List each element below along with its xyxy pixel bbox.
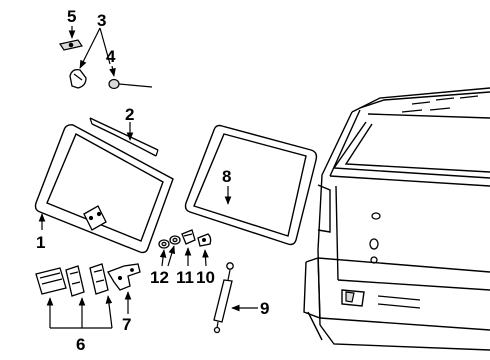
callout-11: 11 xyxy=(176,268,194,287)
part-6-hinges xyxy=(35,263,109,297)
part-9-support-strut xyxy=(213,262,234,334)
vehicle-rear xyxy=(303,87,490,351)
callout-4: 4 xyxy=(106,47,116,66)
leader-lines xyxy=(38,26,258,329)
part-4-knob xyxy=(108,78,153,90)
callout-7: 7 xyxy=(122,315,131,334)
callout-12: 12 xyxy=(150,268,169,287)
part-3-latch xyxy=(69,68,87,89)
callout-6: 6 xyxy=(76,335,85,354)
part-12-grommets xyxy=(158,235,181,249)
callout-labels: 5 3 4 2 1 8 12 11 10 9 7 6 xyxy=(36,7,269,354)
callout-3: 3 xyxy=(97,11,106,30)
part-2-weatherstrip xyxy=(89,117,159,157)
part-11-clip xyxy=(181,229,196,245)
part-7-hinge-assembly xyxy=(107,263,141,291)
callout-10: 10 xyxy=(196,268,215,287)
callout-9: 9 xyxy=(260,299,269,318)
callout-5: 5 xyxy=(67,7,76,26)
part-10-bracket xyxy=(197,233,212,247)
part-1-liftgate-glass xyxy=(34,124,174,254)
part-8-window-glass xyxy=(184,124,318,246)
part-5-bracket xyxy=(59,39,83,51)
callout-2: 2 xyxy=(125,105,134,124)
callout-8: 8 xyxy=(222,167,231,186)
callout-1: 1 xyxy=(36,233,45,252)
